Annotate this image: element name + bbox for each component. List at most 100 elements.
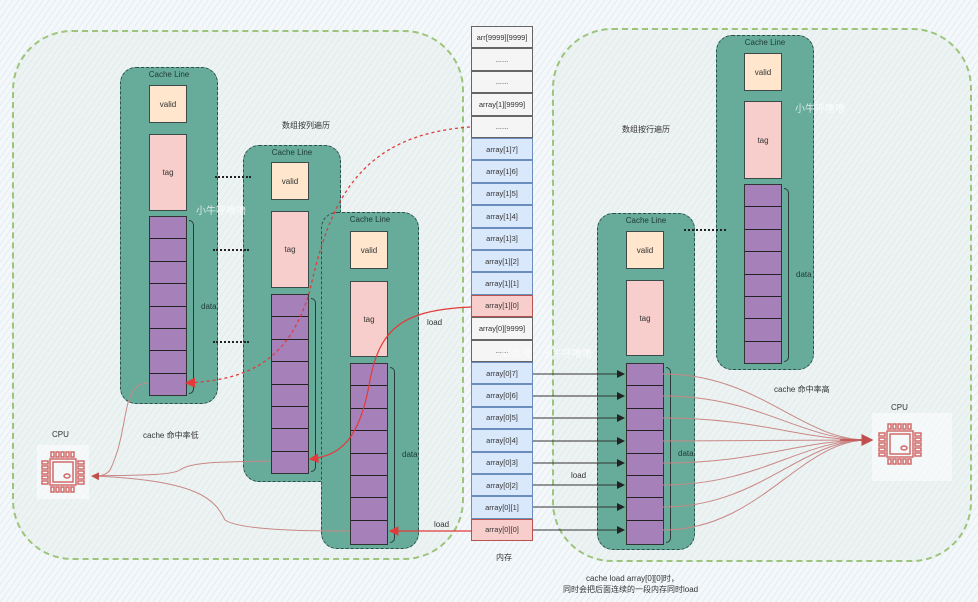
tag-label: tag [639, 313, 651, 323]
data-block [626, 363, 664, 545]
valid-label: valid [360, 245, 378, 255]
tag-field: tag [744, 101, 782, 179]
load-arrow-row1 [308, 306, 472, 463]
data-cell [627, 476, 663, 499]
data-cell [627, 364, 663, 387]
data-cell [272, 295, 308, 318]
memory-cell: array[0]7] [471, 362, 533, 385]
cpu-link [91, 382, 149, 477]
memory-cell: array[1][2] [471, 250, 533, 273]
data-cell [351, 409, 387, 432]
tag-field: tag [271, 211, 309, 288]
memory-cell: ...... [471, 339, 533, 362]
data-block [149, 216, 187, 396]
memory-cell: array[0]3] [471, 451, 533, 474]
data-cell [351, 454, 387, 476]
right-cpu [872, 413, 952, 481]
left-cpu [37, 445, 89, 499]
cache-line-right-front: Cache Line valid tag data [597, 213, 695, 550]
memory-cell: array[1]5] [471, 182, 533, 206]
memory-cell: array[0]4] [471, 429, 533, 452]
valid-field: valid [271, 162, 309, 200]
footnote-line-2: 同时会把后面连续的一段内存同时load [563, 585, 699, 594]
cache-line-left-3: Cache Line valid tag data [321, 212, 419, 549]
data-label: data [678, 449, 694, 458]
data-cell [627, 386, 663, 409]
tag-field: tag [626, 280, 664, 356]
cache-line-left-1: Cache Line valid tag data [120, 67, 218, 404]
data-cell [745, 185, 781, 208]
right-cpu-label: CPU [891, 403, 908, 412]
memory-cell: array[0]5] [471, 406, 533, 430]
data-label: data [201, 302, 217, 311]
memory-cell: arr[9999][9999] [471, 26, 533, 49]
cpu-fan-line [662, 439, 869, 464]
memory-cell: array[0][0] [471, 518, 533, 542]
memory-cell: array[0][9999] [471, 317, 533, 340]
memory-caption: 内存 [496, 553, 512, 562]
tag-label: tag [284, 245, 296, 254]
memory-cell: ...... [471, 115, 533, 138]
cpu-fan-line [662, 373, 869, 441]
memory-cell: ...... [471, 70, 533, 94]
data-cell [627, 498, 663, 521]
data-cell [627, 431, 663, 454]
memory-cell: array[1]4] [471, 205, 533, 228]
data-block [350, 363, 388, 545]
data-cell [351, 386, 387, 409]
valid-field: valid [626, 231, 664, 269]
data-cell [150, 351, 186, 374]
data-cell [745, 230, 781, 253]
watermark: 公众号：小牛呼噜噜 [502, 349, 592, 360]
cache-line-title: Cache Line [625, 216, 667, 225]
data-cell [627, 454, 663, 476]
memory-cell: array[0]6] [471, 384, 533, 407]
data-block [271, 294, 309, 474]
data-cell [272, 317, 308, 340]
memory-cell: ...... [471, 48, 533, 71]
data-cell [150, 239, 186, 262]
memory-cell: array[1][9999] [471, 93, 533, 116]
data-cell [272, 429, 308, 452]
memory-cell: array[0]2] [471, 474, 533, 497]
data-cell [351, 498, 387, 521]
memory-cell: array[0][1] [471, 496, 533, 519]
memory-cell: array[1]7] [471, 138, 533, 161]
left-hit-rate-label: cache 命中率低 [143, 431, 199, 440]
data-block [744, 184, 782, 364]
cpu-fan-line [662, 417, 869, 441]
valid-field: valid [744, 53, 782, 91]
tag-label: tag [757, 135, 769, 145]
watermark: 小牛呼噜噜 [795, 104, 845, 115]
left-heading: 数组按列遍历 [282, 121, 330, 130]
load-arrow-dashed [184, 126, 471, 388]
cpu-chip-icon [878, 423, 922, 465]
data-cell [272, 362, 308, 385]
data-cell [351, 431, 387, 454]
valid-field: valid [350, 231, 388, 269]
memory-cell: array[1][1] [471, 272, 533, 295]
data-cell [745, 319, 781, 342]
data-cell [150, 329, 186, 352]
cache-line-left-2: Cache Line valid tag data [243, 145, 341, 482]
cache-line-title: Cache Line [744, 38, 786, 47]
data-cell [150, 217, 186, 240]
tag-label: tag [162, 168, 174, 177]
data-cell [272, 385, 308, 407]
data-cell [150, 307, 186, 329]
ellipsis-connector [213, 249, 249, 251]
load-label-lower: load [434, 520, 450, 529]
memory-cell: array[1][0] [471, 294, 533, 318]
cpu-fan-line [662, 439, 869, 531]
cpu-link [91, 460, 271, 477]
data-cell [745, 252, 781, 275]
data-cell [745, 275, 781, 297]
valid-label: valid [159, 99, 177, 109]
data-cell [351, 476, 387, 499]
valid-field: valid [149, 85, 187, 123]
memory-cell: array[1]6] [471, 160, 533, 183]
data-cell [150, 284, 186, 307]
left-cpu-label: CPU [52, 430, 69, 439]
data-label: data [402, 450, 418, 459]
tag-label: tag [363, 314, 375, 324]
